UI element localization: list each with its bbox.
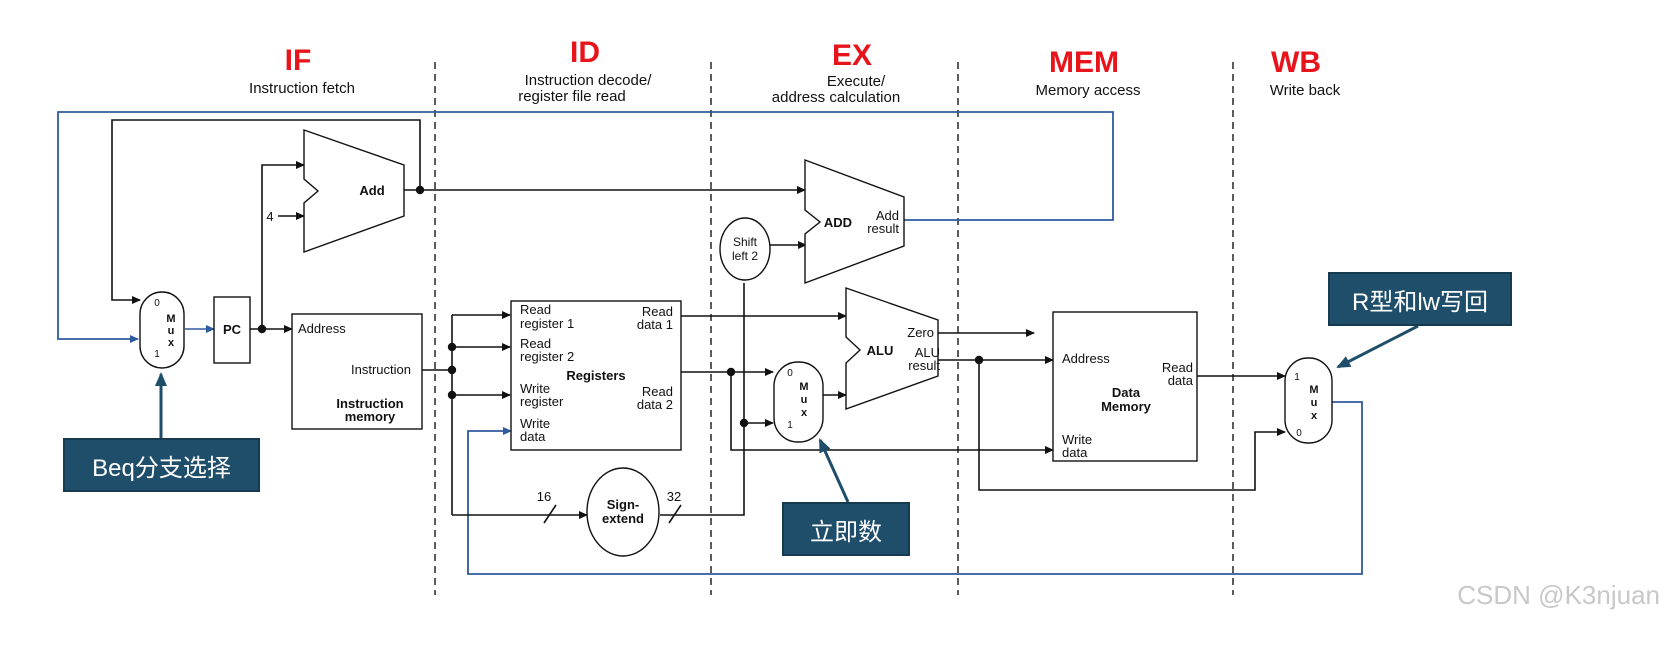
stage-if: IF Instruction fetch [249, 44, 355, 97]
stage-wb: WB Write back [1270, 46, 1341, 99]
registers-title: Registers [566, 368, 625, 383]
read-register-2-label: Read [520, 336, 551, 351]
branch-adder-label: ADD [824, 215, 852, 230]
add-result-label-1: Add [876, 208, 899, 223]
callout-immediate: 立即数 [782, 502, 910, 556]
imem-instruction-port: Instruction [351, 362, 411, 377]
callout-beq-branch-select: Beq分支选择 [63, 438, 260, 492]
if-adder-label: Add [359, 183, 384, 198]
stage-mem: MEM Memory access [1035, 46, 1140, 99]
read-register-2-label-b: register 2 [520, 349, 574, 364]
pc-mux-input-0: 0 [154, 298, 160, 309]
wb-mux-input-0: 0 [1296, 428, 1302, 439]
pc-mux-label: M [166, 313, 175, 325]
stage-wb-subtitle: Write back [1270, 82, 1341, 99]
alu-mux-input-1: 1 [787, 420, 793, 431]
if-adder: Add 4 [266, 129, 405, 253]
svg-text:u: u [1311, 397, 1318, 409]
instruction-memory: Address Instruction Instruction memory [291, 313, 423, 430]
datapath-wires [111, 119, 1286, 524]
write-data-label: Write [520, 416, 550, 431]
dmem-read-data-label: Read [1162, 360, 1193, 375]
read-register-1-label: Read [520, 302, 551, 317]
data-memory: Address Data Memory Read data Write data [1052, 311, 1198, 462]
pc-register: PC [213, 296, 251, 364]
alu-src-mux: 0 M u x 1 [773, 361, 824, 443]
constant-four: 4 [266, 209, 273, 224]
shift-left-2: Shift left 2 [719, 217, 771, 281]
svg-text:M: M [1309, 384, 1318, 396]
imem-address-port: Address [298, 321, 346, 336]
callout-r-type-lw-writeback: R型和lw写回 [1328, 272, 1512, 326]
stage-dividers [434, 62, 1234, 595]
svg-text:u: u [168, 325, 175, 337]
branch-adder: ADD Add result [804, 158, 905, 285]
stage-if-subtitle: Instruction fetch [249, 80, 355, 97]
width-32-label: 32 [667, 489, 681, 504]
stage-id-title: ID [570, 36, 600, 69]
sign-extend: Sign- extend 16 32 [537, 467, 681, 557]
dmem-write-data-label: Write [1062, 432, 1092, 447]
callout-arrows [155, 324, 1419, 503]
stage-ex-title: EX [832, 39, 872, 72]
dmem-title-2: Memory [1101, 399, 1152, 414]
write-register-label-b: register [520, 394, 564, 409]
register-file: Read register 1 Read register 2 Write re… [510, 300, 682, 451]
pc-mux-input-1: 1 [154, 349, 160, 360]
svg-text:u: u [801, 394, 808, 406]
write-register-label: Write [520, 381, 550, 396]
stage-mem-subtitle: Memory access [1035, 82, 1140, 99]
alu-result-label-2: result [908, 358, 940, 373]
svg-text:x: x [168, 337, 175, 349]
pc-label: PC [223, 322, 242, 337]
read-data-2-label: Read [642, 384, 673, 399]
stage-id-subtitle-2: register file read [518, 88, 626, 105]
dmem-address-port: Address [1062, 351, 1110, 366]
pc-mux: 0 M u x 1 [139, 291, 185, 369]
alu-mux-input-0: 0 [787, 368, 793, 379]
alu-label: ALU [867, 343, 894, 358]
width-16-label: 16 [537, 489, 551, 504]
read-register-1-label-b: register 1 [520, 316, 574, 331]
read-data-1-label-b: data 1 [637, 317, 673, 332]
alu-zero-label: Zero [907, 325, 934, 340]
read-data-2-label-b: data 2 [637, 397, 673, 412]
stage-if-title: IF [285, 44, 312, 77]
svg-text:M: M [799, 381, 808, 393]
alu-result-label-1: ALU [915, 345, 940, 360]
svg-text:x: x [1311, 410, 1318, 422]
alu: ALU Zero ALU result [845, 287, 940, 410]
writeback-mux: 1 M u x 0 [1284, 357, 1333, 444]
stage-id: ID Instruction decode/ register file rea… [518, 36, 652, 105]
stage-mem-title: MEM [1049, 46, 1119, 79]
read-data-1-label: Read [642, 304, 673, 319]
dmem-title-1: Data [1112, 385, 1141, 400]
shift-label-1: Shift [733, 235, 758, 249]
junction-dots [257, 185, 984, 428]
stage-ex-subtitle-1: Execute/ [827, 73, 886, 90]
imem-title-2: memory [345, 409, 396, 424]
stage-ex-subtitle-2: address calculation [772, 89, 900, 106]
stage-wb-title: WB [1271, 46, 1321, 79]
dmem-read-data-label-b: data [1168, 373, 1194, 388]
stage-ex: EX Execute/ address calculation [772, 39, 900, 106]
stage-id-subtitle-1: Instruction decode/ [525, 72, 653, 89]
shift-label-2: left 2 [732, 249, 758, 263]
dmem-write-data-label-b: data [1062, 445, 1088, 460]
write-data-label-b: data [520, 429, 546, 444]
imem-title-1: Instruction [336, 396, 403, 411]
sign-extend-label-2: extend [602, 511, 644, 526]
watermark: CSDN @K3njuan [1457, 580, 1660, 610]
wb-mux-input-1: 1 [1294, 372, 1300, 383]
add-result-label-2: result [867, 221, 899, 236]
sign-extend-label-1: Sign- [607, 497, 640, 512]
feedback-wires [57, 111, 1363, 575]
svg-text:x: x [801, 407, 808, 419]
